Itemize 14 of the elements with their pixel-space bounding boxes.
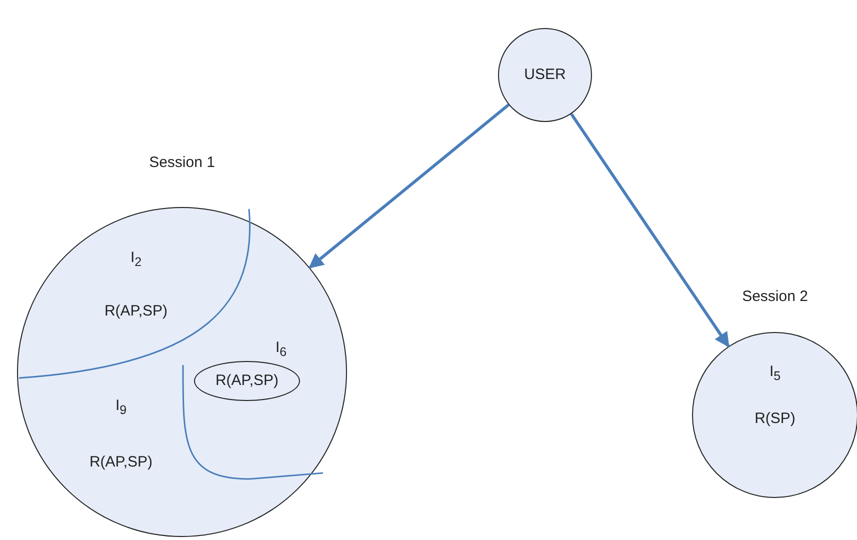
region-label: I$_{9}$: [115, 397, 127, 417]
region-label: I$_{2}$: [130, 249, 142, 269]
region-label: R(AP,SP): [104, 302, 168, 320]
circle-text: USER: [524, 66, 566, 84]
arrow: [308, 104, 510, 269]
session-title: Session 1: [149, 153, 215, 173]
region-label: I$_{6}$: [275, 339, 287, 359]
ellipse-text: R(AP,SP): [215, 372, 279, 390]
session-title: Session 2: [742, 287, 808, 307]
circle-text: I$_{5}$: [769, 363, 781, 384]
circle-text: R(SP): [754, 410, 796, 428]
arrow: [570, 113, 730, 348]
ellipse-node: [194, 361, 300, 401]
region-label: R(AP,SP): [89, 454, 153, 470]
